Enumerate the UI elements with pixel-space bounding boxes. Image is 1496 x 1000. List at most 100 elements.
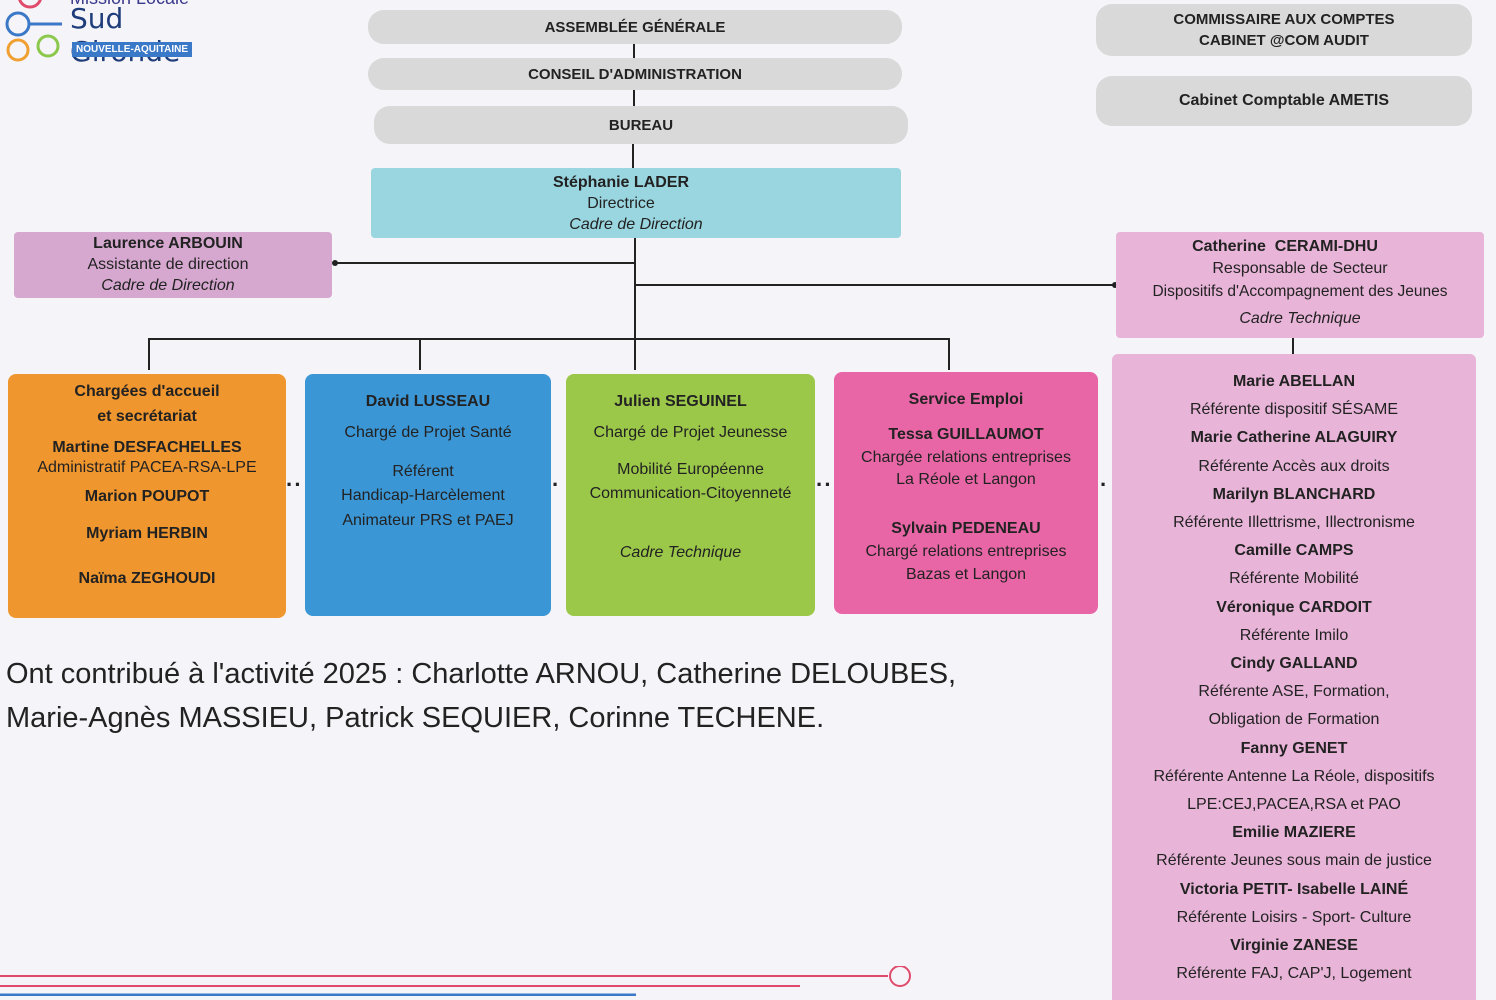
reception-member1: Martine DESFACHELLES bbox=[52, 438, 242, 456]
connector-sector-referents bbox=[1292, 338, 1294, 354]
connector-reception bbox=[148, 338, 150, 370]
referent-name: Fanny GENET bbox=[1240, 739, 1348, 757]
reception-member3: Myriam HERBIN bbox=[86, 524, 208, 542]
referent-item: Marie Catherine ALAGUIRY Référente Accès… bbox=[1112, 424, 1476, 480]
reception-member2: Marion POUPOT bbox=[84, 488, 210, 506]
employment-member2: Sylvain PEDENEAU bbox=[891, 520, 1041, 538]
director-role: Directrice bbox=[587, 194, 655, 212]
employment-member2-role: Chargé relations entreprises bbox=[865, 542, 1067, 560]
reception-dots: ·· bbox=[286, 472, 303, 497]
director-status: Cadre de Direction bbox=[569, 215, 703, 233]
reception-title2: et secrétariat bbox=[97, 407, 197, 425]
referent-name: Marie ABELLAN bbox=[1232, 373, 1356, 390]
accountant-label: Cabinet Comptable AMETIS bbox=[1178, 92, 1390, 109]
contributors-line2: Marie-Agnès MASSIEU, Patrick SEQUIER, Co… bbox=[6, 702, 825, 734]
referent-role: Référente dispositif SÉSAME bbox=[1189, 401, 1399, 419]
accountant-box: Cabinet Comptable AMETIS bbox=[1096, 76, 1472, 126]
sector-manager-name: Catherine CERAMI-DHU bbox=[1192, 238, 1378, 255]
board-box: CONSEIL D'ADMINISTRATION bbox=[368, 58, 902, 90]
connector-health bbox=[419, 340, 421, 370]
assistant-box: Laurence ARBOUIN Assistante de direction… bbox=[14, 232, 332, 298]
youth-extra1: Mobilité Européenne bbox=[617, 460, 764, 478]
employment-member1-role: Chargée relations entreprises bbox=[861, 448, 1071, 466]
referent-name: Camille CAMPS bbox=[1234, 542, 1354, 560]
referent-role: Référente Imilo bbox=[1239, 626, 1349, 644]
connector-assistant-dot bbox=[332, 260, 338, 266]
youth-extra2: Communication-Citoyenneté bbox=[589, 485, 792, 503]
employment-box: Service Emploi Tessa GUILLAUMOT Chargée … bbox=[834, 372, 1098, 614]
referent-name: Véronique CARDOIT bbox=[1216, 598, 1372, 616]
employment-member2-area: Bazas et Langon bbox=[905, 565, 1027, 583]
assistant-name: Laurence ARBOUIN bbox=[93, 235, 243, 252]
assistant-role: Assistante de direction bbox=[87, 255, 249, 273]
referent-name: Marie Catherine ALAGUIRY bbox=[1190, 429, 1398, 447]
employment-member1: Tessa GUILLAUMOT bbox=[888, 425, 1044, 443]
logo-line2: Sud Gironde bbox=[70, 2, 180, 68]
referent-role: Référente Mobilité bbox=[1229, 570, 1359, 588]
youth-status: Cadre Technique bbox=[619, 544, 742, 562]
director-box: Stéphanie LADER Directrice Cadre de Dire… bbox=[371, 168, 901, 238]
connector-assembly-board bbox=[633, 44, 635, 58]
logo: Mission Locale Sud Gironde NOUVELLE-AQUI… bbox=[0, 0, 220, 68]
logo-badge: NOUVELLE-AQUITAINE bbox=[72, 42, 193, 57]
director-name: Stéphanie LADER bbox=[552, 174, 689, 191]
health-role: Chargé de Projet Santé bbox=[344, 423, 512, 441]
referent-role: Référente FAJ, CAP'J, Logement bbox=[1176, 965, 1412, 983]
health-dots: · bbox=[552, 472, 561, 497]
youth-dots: ·· bbox=[816, 472, 833, 497]
board-label: CONSEIL D'ADMINISTRATION bbox=[528, 65, 742, 83]
assembly-label: ASSEMBLÉE GÉNÉRALE bbox=[544, 18, 726, 36]
referent-item: Véronique CARDOIT Référente Imilo bbox=[1112, 594, 1476, 650]
contributors-text: Ont contribué à l'activité 2025 : Charlo… bbox=[6, 652, 1096, 740]
referent-role: Référente Accès aux droits bbox=[1198, 457, 1390, 475]
referent-name: Virginie ZANESE bbox=[1230, 937, 1358, 955]
logo-line1: Mission Locale bbox=[70, 0, 189, 9]
bureau-label: BUREAU bbox=[608, 116, 674, 134]
footer-decoration bbox=[0, 966, 911, 996]
referent-role: Référente Antenne La Réole, dispositifs bbox=[1153, 767, 1435, 785]
referent-item: Marie ABELLAN Référente dispositif SÉSAM… bbox=[1112, 368, 1476, 424]
employment-dots: · bbox=[1100, 472, 1109, 497]
referent-item: Victoria PETIT- Isabelle LAINÉ Référente… bbox=[1112, 876, 1476, 932]
auditor-line2: CABINET @COM AUDIT bbox=[1199, 32, 1369, 49]
health-ref3: Animateur PRS et PAEJ bbox=[342, 512, 514, 530]
reception-box: Chargées d'accueil et secrétariat Martin… bbox=[8, 374, 286, 618]
reception-title1: Chargées d'accueil bbox=[74, 383, 220, 400]
health-name: David LUSSEAU bbox=[365, 393, 491, 410]
health-box: David LUSSEAU Chargé de Projet Santé Réf… bbox=[305, 374, 551, 616]
connector-sector bbox=[636, 284, 1116, 286]
referent-role: Référente Loisirs - Sport- Culture bbox=[1176, 908, 1412, 926]
employment-member1-area: La Réole et Langon bbox=[896, 471, 1036, 489]
youth-name: Julien SEGUINEL bbox=[614, 393, 747, 410]
health-ref2: Handicap-Harcèlement bbox=[341, 487, 505, 505]
sector-manager-role: Responsable de Secteur bbox=[1212, 260, 1388, 278]
referent-role: Référente Jeunes sous main de justice bbox=[1156, 852, 1432, 870]
referent-name: Cindy GALLAND bbox=[1230, 655, 1358, 673]
referent-item: Emilie MAZIERE Référente Jeunes sous mai… bbox=[1112, 819, 1476, 875]
referent-item: Fanny GENET Référente Antenne La Réole, … bbox=[1112, 735, 1476, 820]
assistant-status: Cadre de Direction bbox=[101, 276, 235, 294]
connector-bureau-director bbox=[632, 144, 634, 168]
sector-manager-scope: Dispositifs d'Accompagnement des Jeunes bbox=[1152, 282, 1448, 300]
health-ref1: Référent bbox=[392, 462, 454, 480]
referent-item: Camille CAMPS Référente Mobilité bbox=[1112, 537, 1476, 593]
referent-name: Victoria PETIT- Isabelle LAINÉ bbox=[1179, 880, 1409, 898]
referent-item: Virginie ZANESE Référente FAJ, CAP'J, Lo… bbox=[1112, 932, 1476, 988]
youth-role: Chargé de Projet Jeunesse bbox=[593, 423, 788, 441]
referent-role-continued: Obligation de Formation bbox=[1208, 711, 1380, 729]
referent-name: Marilyn BLANCHARD bbox=[1212, 485, 1376, 503]
connector-director-trunk bbox=[634, 238, 636, 368]
contributors-line1: Ont contribué à l'activité 2025 : Charlo… bbox=[6, 658, 957, 690]
referent-name: Emilie MAZIERE bbox=[1232, 824, 1356, 842]
referent-item: Cindy GALLAND Référente ASE, Formation, … bbox=[1112, 650, 1476, 735]
reception-member4: Naïma ZEGHOUDI bbox=[78, 569, 216, 587]
referent-item: Marilyn BLANCHARD Référente Illettrisme,… bbox=[1112, 481, 1476, 537]
sector-manager-box: Catherine CERAMI-DHU Responsable de Sect… bbox=[1116, 232, 1484, 338]
connector-sector-dot bbox=[1112, 282, 1118, 288]
auditor-line1: COMMISSAIRE AUX COMPTES bbox=[1173, 11, 1395, 28]
referent-role-continued: LPE:CEJ,PACEA,RSA et PAO bbox=[1187, 796, 1401, 814]
referent-role: Référente ASE, Formation, bbox=[1198, 683, 1390, 701]
sector-manager-status: Cadre Technique bbox=[1239, 310, 1361, 328]
youth-box: Julien SEGUINEL Chargé de Projet Jeuness… bbox=[566, 374, 815, 616]
bureau-box: BUREAU bbox=[374, 106, 908, 144]
